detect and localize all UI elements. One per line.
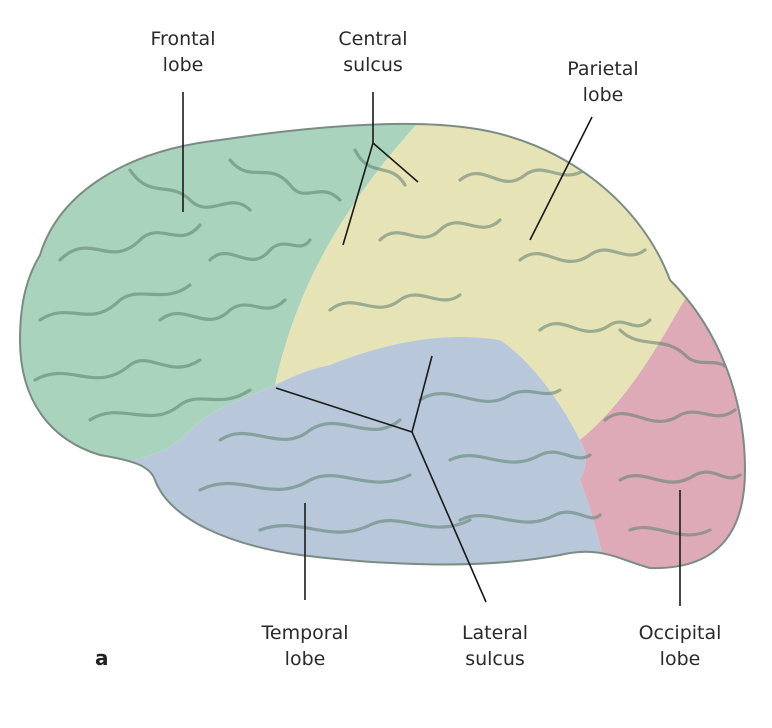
parietal-lobe-label-line2: lobe [582, 84, 624, 106]
lateral-leader-upper-left [275, 387, 413, 433]
lateral-sulcus-label: Lateral sulcus [430, 620, 560, 672]
temporal-lobe-label: Temporal lobe [240, 620, 370, 672]
lateral-sulcus-label-line2: sulcus [465, 648, 525, 670]
occipital-lobe-label-line2: lobe [659, 648, 701, 670]
temporal-lobe-label-line2: lobe [284, 648, 326, 670]
brain-outline [18, 122, 747, 570]
leader-lines [182, 92, 681, 606]
temporal-lobe-label-line1: Temporal [261, 622, 349, 644]
central-sulcus-label: Central sulcus [313, 26, 433, 78]
parietal-lobe-label-line1: Parietal [567, 58, 639, 80]
frontal-lobe-label-line1: Frontal [150, 28, 216, 50]
frontal-lobe-label: Frontal lobe [123, 26, 243, 78]
central-sulcus-label-line1: Central [338, 28, 408, 50]
gyri-texture [33, 148, 742, 537]
parietal-lobe-region [275, 123, 700, 440]
parietal-lobe-label: Parietal lobe [543, 56, 663, 108]
lateral-sulcus-label-line1: Lateral [461, 622, 529, 644]
central-leader-left [342, 142, 374, 246]
lateral-leader-lower [411, 431, 487, 603]
occipital-lobe-label-line1: Occipital [638, 622, 722, 644]
panel-letter: a [95, 646, 109, 670]
frontal-lobe-label-line2: lobe [162, 54, 204, 76]
parietal-leader-line [529, 116, 593, 241]
central-leader-right [372, 142, 419, 183]
lateral-leader-upper-right [411, 355, 433, 433]
occipital-lobe-label: Occipital lobe [615, 620, 745, 672]
central-sulcus-label-line2: sulcus [343, 54, 403, 76]
